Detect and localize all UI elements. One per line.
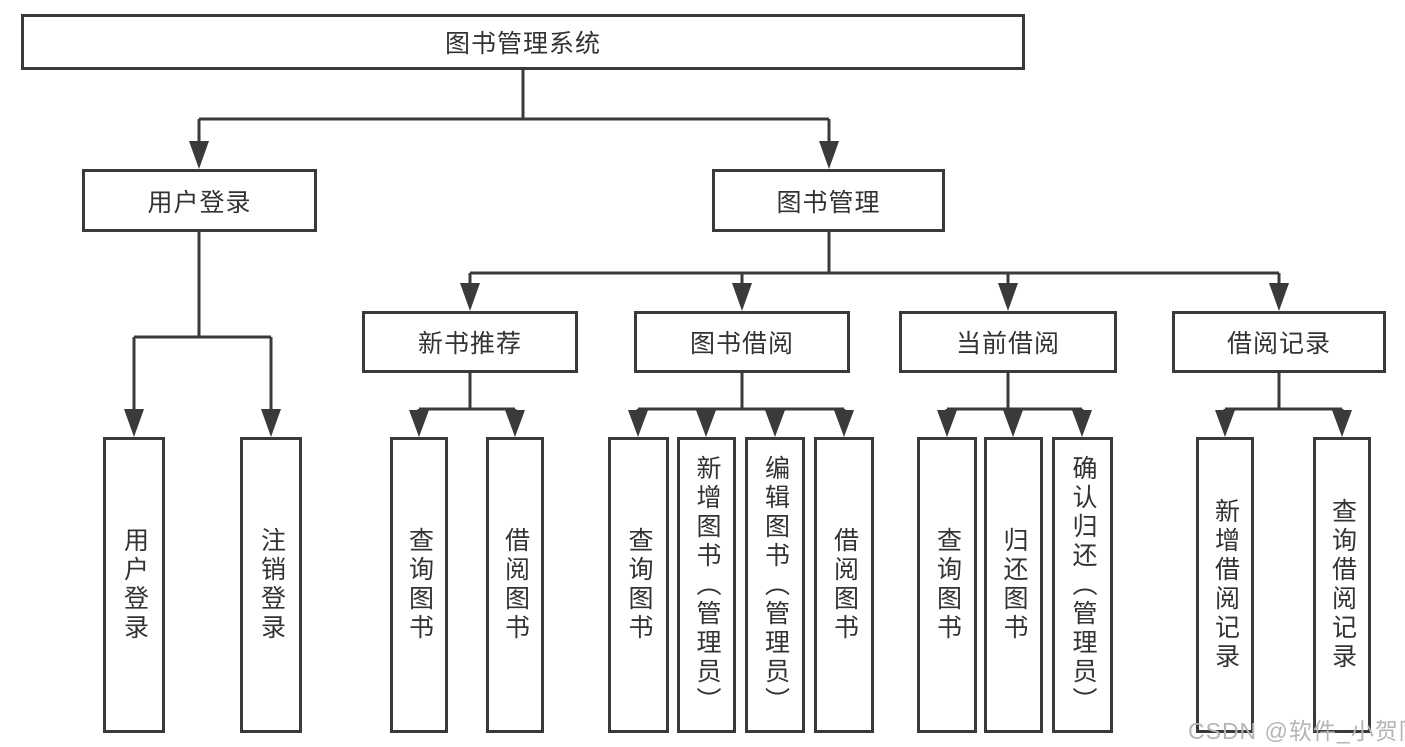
connector-userlogin-to-leaves <box>132 232 273 412</box>
leaf-query-books-current: 查询图书 <box>917 437 977 733</box>
arrow-icon <box>505 410 525 437</box>
leaf-borrow-books-recommend: 借阅图书 <box>486 437 544 733</box>
leaf-return-books: 归还图书 <box>984 437 1043 733</box>
arrow-icon <box>628 410 648 437</box>
arrow-icon <box>937 410 957 437</box>
node-book-borrow: 图书借阅 <box>634 311 850 373</box>
node-borrow-records-label: 借阅记录 <box>1226 330 1331 358</box>
leaf-user-login-label: 用户登录 <box>120 527 149 643</box>
node-user-login-label: 用户登录 <box>147 188 252 217</box>
leaf-return-books-label: 归还图书 <box>1000 527 1028 643</box>
leaf-query-borrow-record-label: 查询借阅记录 <box>1328 498 1357 672</box>
connector-root-to-level1 <box>197 70 831 144</box>
leaf-edit-books-admin: 编辑图书（管理员） <box>745 437 805 733</box>
arrow-icon <box>1332 410 1352 437</box>
arrow-icon <box>765 410 785 437</box>
node-user-login: 用户登录 <box>82 169 317 232</box>
node-current-borrow: 当前借阅 <box>899 311 1117 373</box>
leaf-user-login: 用户登录 <box>103 437 165 733</box>
connector-borrow-to-leaves <box>636 373 846 414</box>
leaf-add-borrow-record-label: 新增借阅记录 <box>1211 498 1240 672</box>
node-new-book-recommend-label: 新书推荐 <box>417 330 522 358</box>
arrow-icon <box>261 409 281 437</box>
arrow-icon <box>998 283 1018 311</box>
node-borrow-records: 借阅记录 <box>1172 311 1386 373</box>
leaf-query-books-current-label: 查询图书 <box>933 527 962 643</box>
node-book-borrow-label: 图书借阅 <box>689 330 794 358</box>
leaf-add-books-admin-label: 新增图书（管理员） <box>693 454 721 716</box>
arrow-icon <box>834 410 854 437</box>
node-root-label: 图书管理系统 <box>444 30 601 58</box>
arrow-icon <box>1269 283 1289 311</box>
arrow-icon <box>189 141 209 169</box>
arrow-icon <box>409 410 429 437</box>
arrow-icon <box>1003 410 1023 437</box>
leaf-logout: 注销登录 <box>240 437 302 733</box>
leaf-query-borrow-record: 查询借阅记录 <box>1313 437 1371 733</box>
leaf-add-borrow-record: 新增借阅记录 <box>1196 437 1254 733</box>
leaf-borrow-books-label: 借阅图书 <box>830 527 859 643</box>
connector-current-to-leaves <box>945 373 1084 414</box>
leaf-query-books-recommend-label: 查询图书 <box>405 527 434 643</box>
leaf-borrow-books-recommend-label: 借阅图书 <box>501 527 530 643</box>
leaf-logout-label: 注销登录 <box>257 527 286 643</box>
node-book-management-label: 图书管理 <box>776 188 881 217</box>
connector-newbook-to-leaves <box>417 373 517 414</box>
leaf-query-books-borrow-label: 查询图书 <box>625 527 653 643</box>
csdn-watermark: CSDN @软件_小贺同学 <box>1188 718 1405 744</box>
arrow-icon <box>1072 410 1092 437</box>
leaf-query-books-borrow: 查询图书 <box>608 437 669 733</box>
arrow-icon <box>460 283 480 311</box>
arrow-icon <box>732 283 752 311</box>
leaf-confirm-return-admin: 确认归还（管理员） <box>1052 437 1113 733</box>
arrow-icon <box>124 409 144 437</box>
leaf-add-books-admin: 新增图书（管理员） <box>677 437 736 733</box>
arrow-icon <box>819 141 839 169</box>
leaf-query-books-recommend: 查询图书 <box>390 437 448 733</box>
arrow-icon <box>1215 410 1235 437</box>
connector-records-to-leaves <box>1223 373 1344 414</box>
leaf-borrow-books: 借阅图书 <box>814 437 874 733</box>
node-current-borrow-label: 当前借阅 <box>955 330 1060 358</box>
arrow-icon <box>696 410 716 437</box>
connector-bookmgmt-to-level2 <box>468 232 1281 286</box>
node-root: 图书管理系统 <box>21 14 1025 70</box>
node-new-book-recommend: 新书推荐 <box>362 311 578 373</box>
leaf-confirm-return-admin-label: 确认归还（管理员） <box>1069 454 1097 716</box>
leaf-edit-books-admin-label: 编辑图书（管理员） <box>761 454 790 716</box>
node-book-management: 图书管理 <box>712 169 945 232</box>
